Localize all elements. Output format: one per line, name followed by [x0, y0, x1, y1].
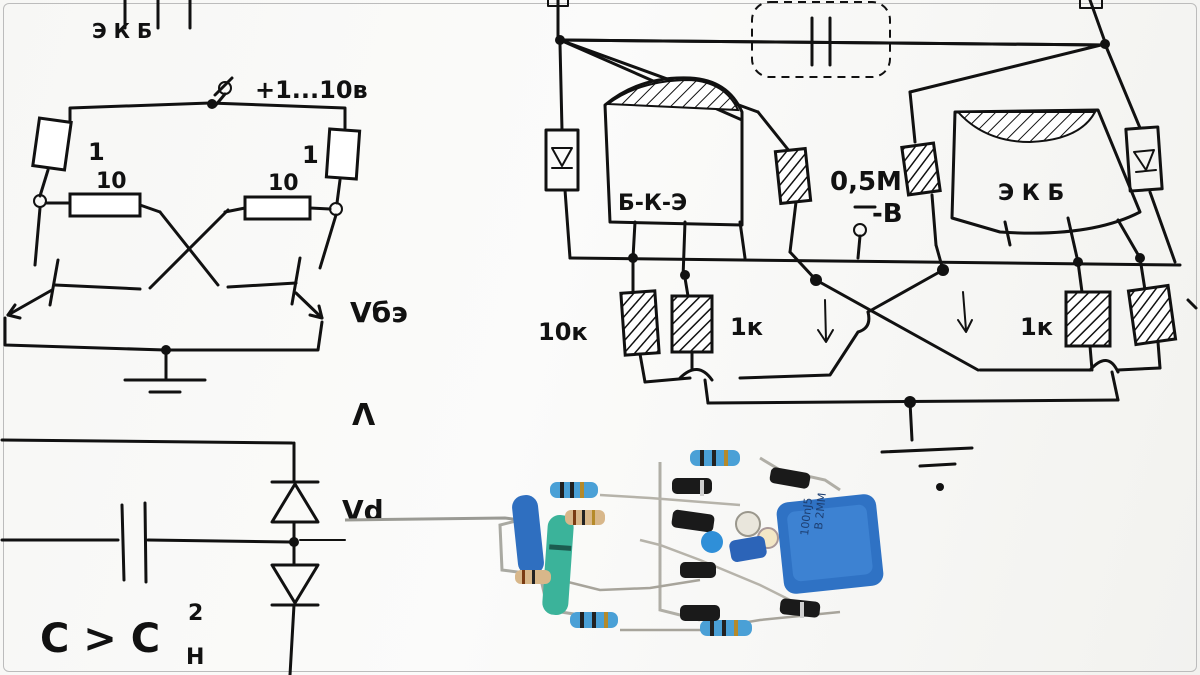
resistor-mid-left — [773, 146, 813, 206]
diode-lower — [270, 563, 320, 607]
pins-label-top: Э К Б — [92, 19, 152, 43]
film-cap-marking-2: 100nJ5 — [798, 497, 815, 536]
transistor-left-pins: Б-К-Э — [618, 191, 687, 216]
lambda-label: Λ — [352, 398, 376, 433]
resistor-blue-bottom-1 — [570, 612, 618, 628]
r1-right-label: 1 — [302, 141, 319, 169]
diode-clamp-schematic: Λ Vd C > C 2 H — [0, 398, 384, 675]
resistor-1k-left — [670, 294, 714, 354]
diode-right-column — [1124, 125, 1164, 193]
capacitor-plate-right — [143, 501, 148, 584]
condition-label: C > C — [40, 616, 160, 662]
r-10k-label: 10к — [538, 318, 588, 346]
r1-left-label: 1 — [88, 138, 105, 166]
condition-superscript: 2 — [188, 601, 203, 626]
multivibrator-schematic: Э К Б +1...10в 1 1 10 10 — [3, 0, 408, 394]
diode-black-4 — [680, 605, 720, 621]
film-capacitor: B 2MM 100nJ5 — [776, 492, 884, 594]
diode-black-2 — [671, 509, 715, 533]
resistor-r10-left — [68, 192, 142, 218]
diode-black-1 — [672, 478, 712, 494]
r10-right-label: 10 — [268, 171, 299, 196]
capacitor-plate-left — [120, 503, 126, 582]
r-1k-right-label: 1к — [1020, 313, 1053, 341]
capacitor-outline-dashed — [751, 1, 891, 78]
b-terminal — [853, 223, 867, 237]
diode-black-3 — [680, 562, 716, 578]
bridge-circuit-schematic: Б-К-Э Э К Б 0,5М — [538, 0, 1198, 491]
resistor-blue-top-1 — [550, 482, 598, 498]
r-1k-left-label: 1к — [730, 313, 763, 341]
resistor-right-end — [1126, 283, 1178, 347]
resistor-r1-right — [324, 127, 362, 181]
arrow-down-left — [817, 299, 834, 343]
b-terminal-label: -В — [872, 199, 903, 229]
resistor-blue-bottom-2 — [700, 620, 752, 636]
resistor-blue-top-2 — [690, 450, 740, 466]
vbe-label: Vбэ — [350, 296, 408, 329]
transistor-right-pins: Э К Б — [998, 181, 1064, 206]
transistor-left-body — [603, 76, 744, 227]
transistor-right-body — [950, 108, 1142, 235]
supply-label: +1...10в — [255, 76, 368, 104]
assembled-circuit: B 2MM 100nJ5 — [344, 450, 884, 636]
led-clear — [735, 511, 761, 537]
resistor-r1-left — [31, 116, 73, 172]
film-cap-marking-1: B 2MM — [812, 492, 829, 530]
resistor-green-vertical — [542, 515, 574, 615]
vd-label: Vd — [342, 494, 384, 527]
resistor-r10-right — [243, 195, 312, 221]
led-blue — [701, 531, 723, 553]
resistor-beige — [565, 510, 605, 525]
condition-subscript: H — [186, 645, 204, 670]
resistor-10k — [619, 289, 661, 357]
resistor-beige-small — [515, 570, 551, 584]
diode-black-5 — [769, 467, 811, 489]
diode-left-column — [544, 128, 580, 192]
r-mid-label: 0,5М — [830, 167, 902, 197]
arrow-down-right — [957, 291, 973, 333]
resistor-mid-right — [900, 141, 942, 197]
diode-upper — [270, 480, 320, 524]
resistor-blue-vertical — [512, 495, 544, 575]
resistor-1k-right — [1064, 290, 1112, 348]
r10-left-label: 10 — [96, 169, 127, 194]
